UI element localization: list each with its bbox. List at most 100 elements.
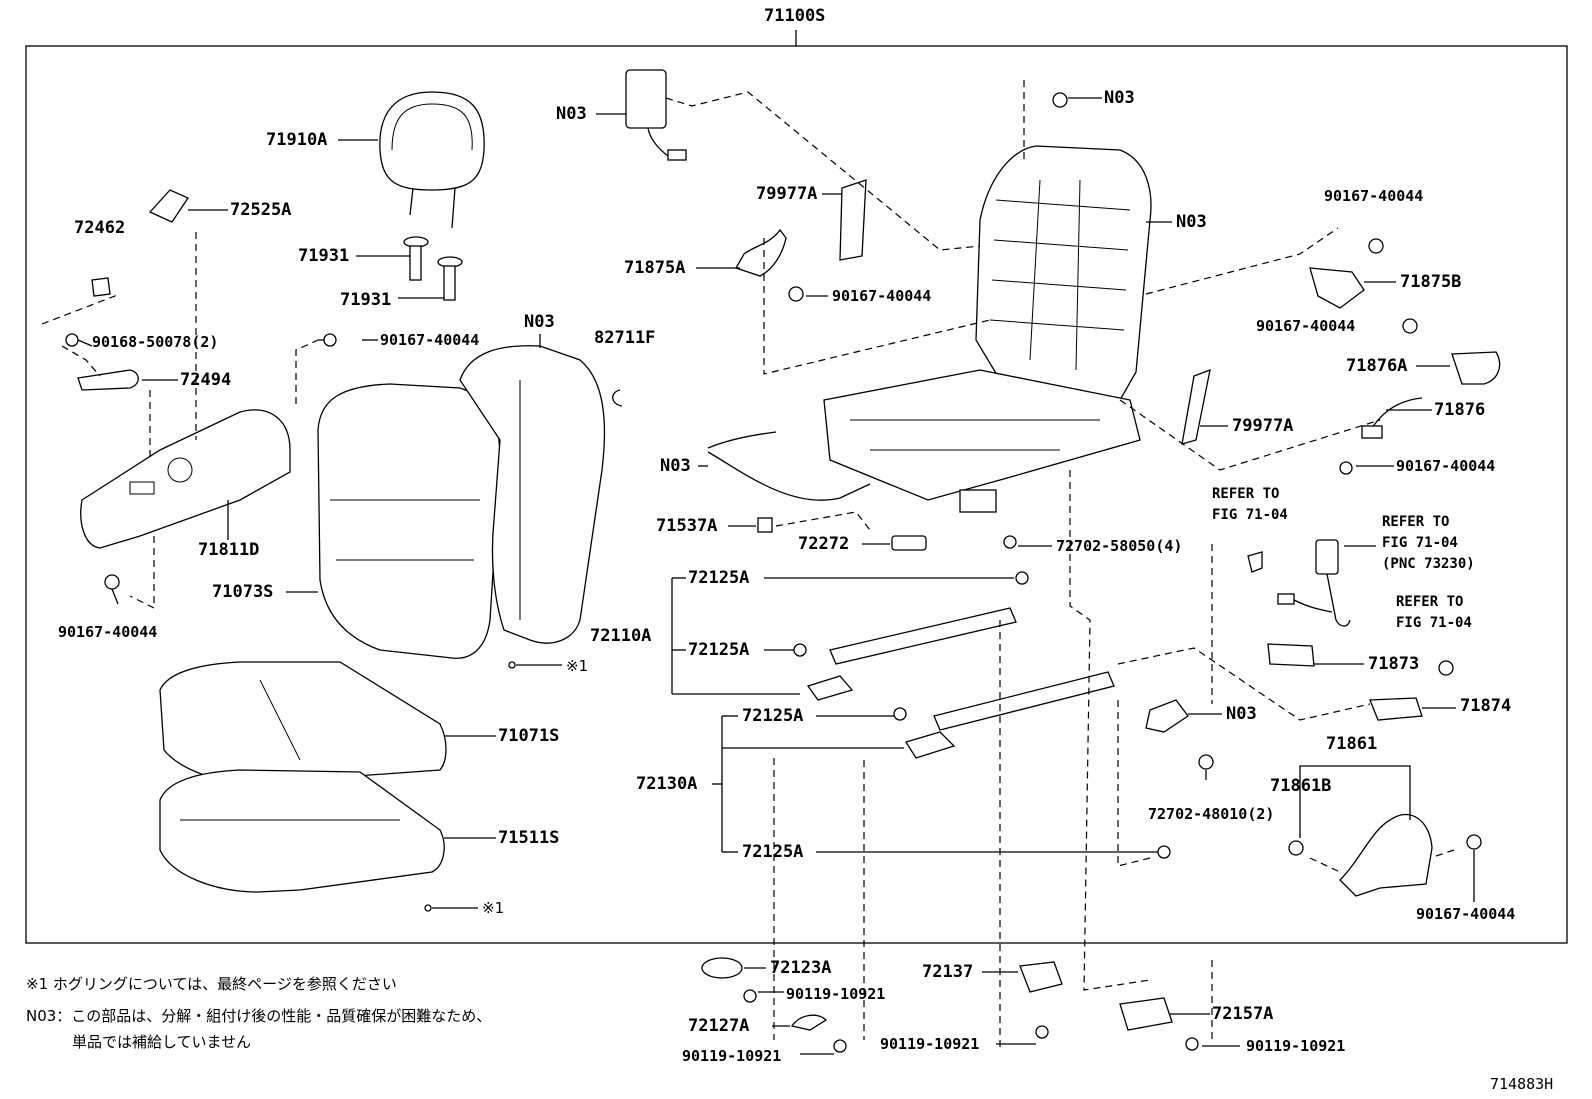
label-71876: 71876	[1434, 400, 1486, 420]
screw-90167-rt3	[1339, 461, 1353, 475]
screw-90119-a	[743, 989, 757, 1003]
label-71874: 71874	[1460, 696, 1512, 716]
screw-90167-mid	[788, 286, 804, 302]
adjuster-72110a	[793, 571, 1029, 701]
screw-90167-rt1	[1368, 238, 1384, 254]
seat-frame-n03	[823, 145, 1152, 513]
refer-note-2-line2: FIG 71-04	[1382, 535, 1458, 551]
nut-refer-3	[1438, 660, 1454, 676]
label-72125a-c: 72125A	[742, 706, 804, 726]
label-71931-a: 71931	[298, 246, 350, 266]
screw-90168	[65, 333, 93, 347]
label-72494: 72494	[180, 370, 232, 390]
screw-90119-b	[833, 1039, 847, 1053]
label-72127a: 72127A	[688, 1016, 750, 1036]
clip-71537a	[757, 517, 773, 533]
label-n03-airbag: N03	[556, 104, 587, 124]
label-72272: 72272	[798, 534, 850, 554]
cushion-pad-71511s	[159, 769, 445, 893]
ring-82711f	[612, 389, 623, 407]
label-71910a: 71910A	[266, 130, 328, 150]
label-71811d: 71811D	[198, 540, 260, 560]
label-n03-wire: N03	[660, 456, 691, 476]
label-72702-48010: 72702-48010(2)	[1148, 805, 1275, 823]
cushion-cover-71071s	[159, 661, 447, 785]
label-71875a: 71875A	[624, 258, 686, 278]
headrest-guide-1	[403, 236, 429, 281]
label-72125a-a: 72125A	[688, 568, 750, 588]
screw-90167-left	[104, 574, 120, 605]
hog-ring-2	[424, 904, 478, 912]
assembly-frame	[25, 30, 1568, 944]
wire-n03	[707, 431, 871, 501]
refer-note-3-line1: REFER TO	[1396, 594, 1464, 610]
headrest	[379, 91, 485, 229]
label-72130a: 72130A	[636, 774, 698, 794]
label-71073s: 71073S	[212, 582, 274, 602]
label-90167-40044-f: 90167-40044	[1396, 457, 1496, 475]
label-90167-40044-a: 90167-40044	[380, 331, 480, 349]
label-72123a: 72123A	[770, 958, 832, 978]
clip-72525a	[148, 189, 189, 223]
label-71511s: 71511S	[498, 828, 560, 848]
label-71875b: 71875B	[1400, 272, 1462, 292]
cap-72127a	[790, 1014, 828, 1031]
label-90167-40044-e: 90167-40044	[1256, 317, 1356, 335]
bolt-72702-48010	[1198, 754, 1214, 770]
screw-90167-top	[318, 333, 337, 347]
label-90167-40044-b: 90167-40044	[58, 623, 158, 641]
seatback-cover-71073s	[317, 383, 501, 659]
screw-90167-rt4	[1466, 834, 1482, 850]
label-71876a: 71876A	[1346, 356, 1408, 376]
label-hog-ring-2: ※1	[482, 899, 505, 917]
lever-72494	[77, 369, 139, 391]
cap-72123a	[701, 957, 743, 979]
label-n03-sensor: N03	[1226, 704, 1257, 724]
seatback-pad-n03	[459, 345, 606, 644]
airbag-module-n03	[625, 69, 687, 161]
label-72137: 72137	[922, 962, 974, 982]
cap-72462	[91, 277, 111, 297]
refer-note-2: REFER TO FIG 71-04 (PNC 73230)	[1382, 512, 1475, 575]
label-90167-40044-g: 90167-40044	[1416, 905, 1516, 923]
hog-ring-1	[508, 661, 562, 669]
label-79977a-b: 79977A	[1232, 416, 1294, 436]
refer-note-1-line1: REFER TO	[1212, 486, 1280, 502]
label-71873: 71873	[1368, 654, 1420, 674]
cover-71876a	[1451, 351, 1501, 385]
label-72125a-b: 72125A	[688, 640, 750, 660]
cover-71873	[1267, 643, 1315, 667]
cover-71875b	[1309, 267, 1365, 309]
label-n03-nut: N03	[1104, 88, 1135, 108]
label-hog-ring-1: ※1	[566, 657, 589, 675]
refer-note-2-line3: (PNC 73230)	[1382, 556, 1475, 572]
refer-note-3: REFER TO FIG 71-04	[1396, 592, 1472, 634]
bolt-72702-58050	[1003, 535, 1017, 549]
refer-note-1: REFER TO FIG 71-04	[1212, 484, 1288, 526]
screw-71861b	[1288, 840, 1304, 856]
cover-71874	[1369, 697, 1423, 721]
clip-refer-1	[1247, 551, 1263, 573]
adjuster-72130a	[893, 671, 1171, 859]
lever-71876	[1361, 397, 1423, 439]
label-71537a: 71537A	[656, 516, 718, 536]
label-71071s: 71071S	[498, 726, 560, 746]
label-71931-b: 71931	[340, 290, 392, 310]
footnote-hog-ring: ※1 ホグリングについては、最終ページを参照ください	[26, 975, 397, 993]
refer-note-3-line2: FIG 71-04	[1396, 615, 1472, 631]
label-72702-58050: 72702-58050(4)	[1056, 537, 1183, 555]
dashed-assembly-lines	[41, 80, 1455, 1050]
label-72157a: 72157A	[1212, 1004, 1274, 1024]
label-72125a-d: 72125A	[742, 842, 804, 862]
label-90167-40044-d: 90167-40044	[1324, 187, 1424, 205]
label-n03-frame: N03	[1176, 212, 1207, 232]
screw-90119-c	[1035, 1025, 1049, 1039]
label-90119-10921-a: 90119-10921	[786, 985, 886, 1003]
refer-note-1-line2: FIG 71-04	[1212, 507, 1288, 523]
stiffener-79977a-lower	[1181, 368, 1211, 445]
cover-72157a	[1119, 997, 1173, 1031]
label-71861: 71861	[1326, 734, 1378, 754]
footnote-n03: N03：この部品は、分解・組付け後の性能・品質確保が困難なため、	[26, 1007, 492, 1025]
buckle-refer-2	[1277, 539, 1351, 627]
